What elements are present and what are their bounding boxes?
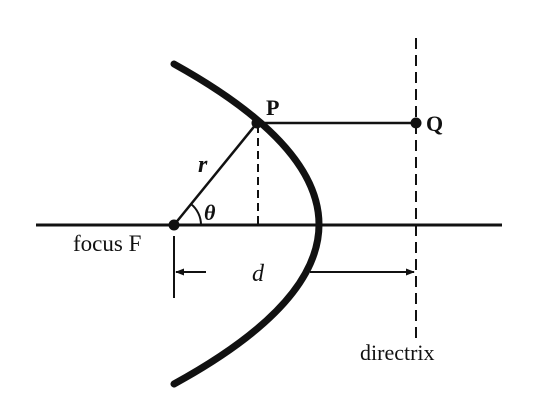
label-point-p: P: [266, 95, 279, 120]
angle-arc: [190, 203, 203, 226]
label-directrix: directrix: [360, 340, 435, 365]
parabola-curve: [170, 60, 323, 388]
focus-point: [168, 219, 180, 231]
label-radius: r: [198, 152, 208, 178]
focal-radius-line: [173, 122, 258, 226]
point-q-dot: [410, 117, 422, 129]
label-distance: d: [252, 261, 265, 287]
point-p-dot: [251, 117, 263, 129]
label-angle: θ: [204, 200, 216, 225]
label-point-q: Q: [426, 111, 443, 136]
label-focus: focus F: [73, 231, 141, 256]
